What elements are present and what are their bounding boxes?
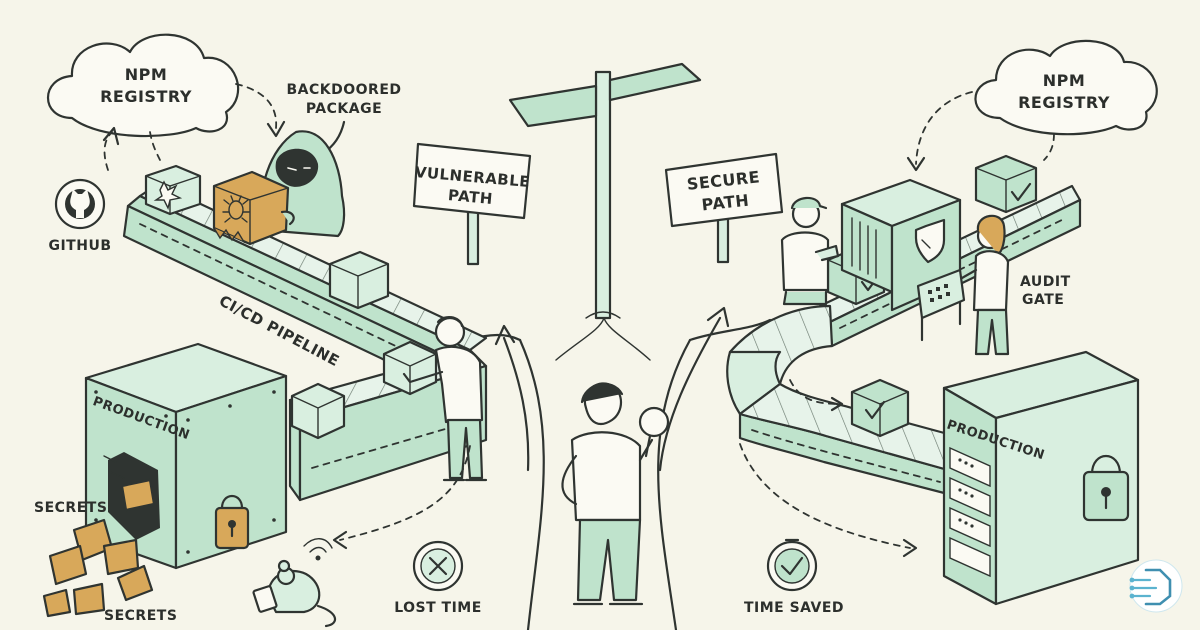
github-to-registry-arrowhead [102, 126, 120, 146]
audit-gate-label-line2: GATE [1022, 292, 1064, 308]
lost-time-badge: LOST TIME [394, 540, 482, 616]
npm-registry-left-label-line2: REGISTRY [100, 87, 192, 106]
vulnerable-path-sign: VULNERABLE PATH [412, 142, 532, 266]
registry-to-belt-arrow [149, 131, 161, 161]
shield-icon [914, 218, 946, 264]
github-icon [65, 189, 95, 219]
time-saved-label: TIME SAVED [744, 600, 844, 616]
production-vault-left: PRODUCTION [84, 342, 288, 570]
backdoored-label-line1: BACKDOORED [286, 82, 401, 98]
secrets-label-1: SECRETS [34, 500, 107, 516]
registry-to-hacker-arrowhead [266, 120, 286, 138]
backdoored-label-line2: PACKAGE [306, 101, 382, 117]
npm-registry-right-label-line1: NPM [1043, 71, 1086, 90]
github-label: GITHUB [48, 238, 111, 254]
path-arrow-right [658, 306, 730, 472]
vulnerable-path-label-line2: PATH [447, 186, 493, 208]
package-checked-1 [974, 154, 1038, 214]
package-checked-3 [850, 378, 910, 438]
leak-path [339, 445, 471, 541]
time-saved-badge: TIME SAVED [744, 538, 844, 616]
clock-check-icon [766, 538, 818, 592]
deploy-path-arrowhead [902, 538, 918, 558]
bug-icon [222, 195, 250, 223]
audit-gate-scanner [840, 178, 966, 342]
backdoored-package-callout: BACKDOORED PACKAGE [286, 82, 401, 160]
padlock-icon [1082, 455, 1130, 522]
github-badge: GITHUB [48, 178, 111, 254]
server-racks [949, 446, 991, 578]
secrets-label-2: SECRETS [104, 608, 177, 624]
package-clean-2 [382, 340, 438, 396]
leak-path-arrowhead [332, 530, 348, 550]
worker-left [402, 316, 488, 482]
belt-flow-arrow [789, 379, 841, 405]
package-clean-3 [290, 382, 346, 440]
auditor-woman [960, 214, 1010, 356]
worker-scanner [780, 196, 840, 306]
production-server-right: PRODUCTION [942, 350, 1140, 606]
lost-time-label: LOST TIME [394, 600, 482, 616]
registry-to-belt-arrow-right [1043, 133, 1055, 161]
padlock-icon [214, 494, 250, 550]
path-arrow-left [494, 324, 530, 472]
rat-with-device [252, 538, 336, 628]
secure-path-sign: SECURE PATH [664, 152, 784, 264]
secure-path-label-line2: PATH [701, 191, 750, 215]
registry-to-scanner-arrow [915, 91, 973, 165]
npm-registry-left-label-line1: NPM [125, 65, 168, 84]
audit-gate-label-line1: AUDIT [1020, 274, 1071, 290]
package-spiky [144, 164, 202, 216]
hooded-hacker [212, 130, 346, 246]
registry-to-hacker-arrow [235, 83, 277, 129]
registry-to-scanner-arrowhead [906, 156, 926, 172]
npm-registry-cloud-right: NPM REGISTRY [974, 39, 1158, 136]
backdoored-box [212, 170, 295, 246]
clock-x-icon [412, 540, 464, 592]
npm-registry-cloud-left: NPM REGISTRY [47, 33, 240, 138]
npm-registry-right-label-line2: REGISTRY [1018, 93, 1110, 112]
belt-flow-arrowhead [830, 396, 844, 412]
circuit-brain-icon [1129, 559, 1183, 613]
signpost [508, 62, 702, 320]
developer-center [561, 382, 670, 606]
package-clean-1 [328, 250, 390, 310]
magnifier-icon [638, 406, 670, 458]
deploy-path [739, 443, 911, 549]
secrets-papers [42, 478, 156, 618]
